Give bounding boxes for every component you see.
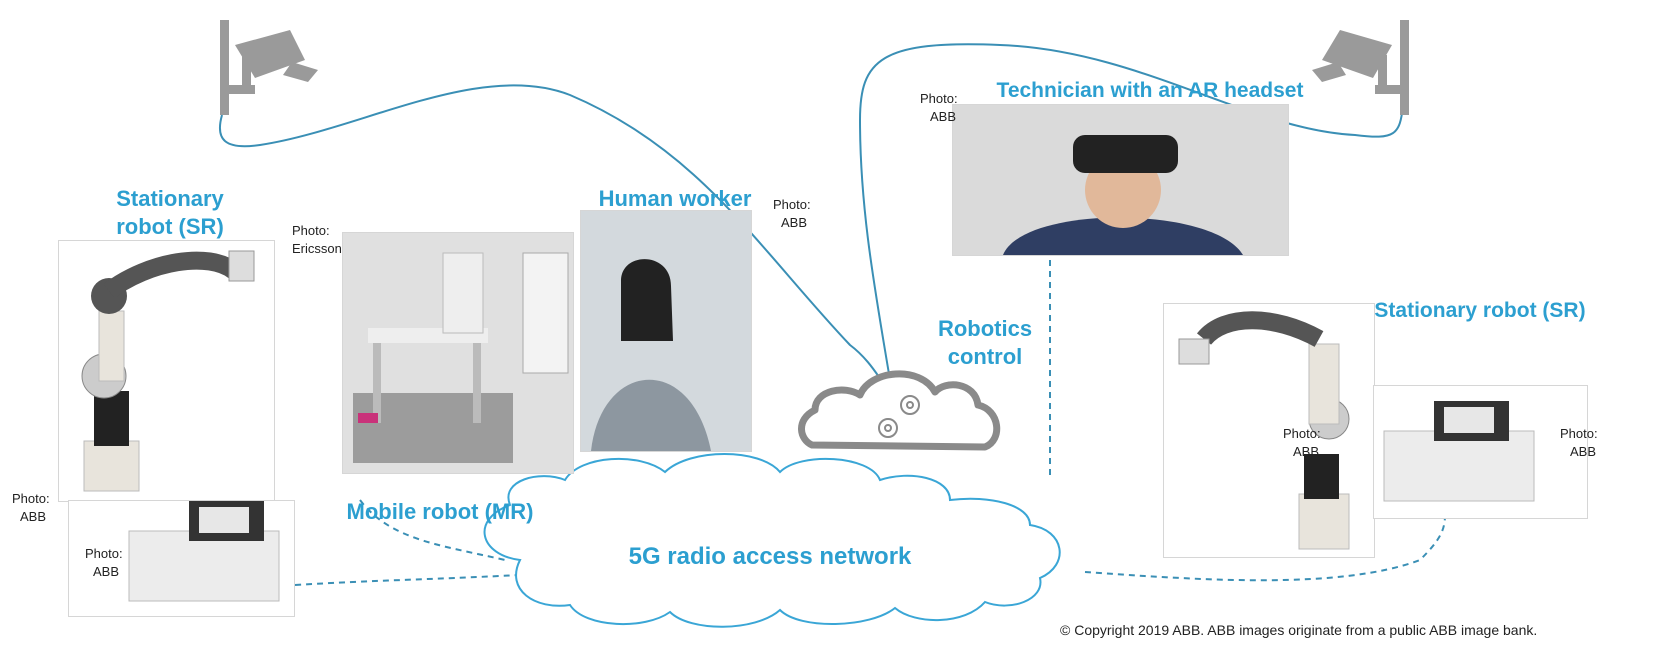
credit-controller-left: Photo: ABB: [85, 545, 123, 580]
credit-controller-right: Photo: ABB: [1560, 425, 1598, 460]
gear-icon: [878, 395, 920, 438]
copyright-notice: © Copyright 2019 ABB. ABB images origina…: [1060, 622, 1538, 638]
network-cloud: [483, 453, 1061, 628]
credit-technician: Photo: ABB: [920, 90, 958, 125]
camera-left-link: [218, 84, 886, 386]
credit-source: ABB: [781, 214, 808, 230]
controller-right-illustration: [1383, 401, 1535, 502]
credit-photo-label: Photo:: [920, 91, 958, 106]
sr-left-photo: [58, 240, 275, 502]
sr-right-controller-photo: [1373, 385, 1588, 519]
mobile-robot-photo: [342, 232, 574, 474]
camera-right-link: [858, 43, 1404, 381]
mobile-robot-label: Mobile robot (MR): [346, 499, 534, 524]
credit-source: ABB: [1293, 443, 1320, 459]
technician-illustration: [953, 105, 1288, 255]
network-label: 5G radio access network: [628, 543, 912, 570]
human-worker-photo: [580, 210, 752, 452]
credit-human-worker: Photo: ABB: [773, 196, 811, 231]
credit-source: ABB: [1570, 443, 1597, 459]
human-worker-label: Human worker: [598, 186, 752, 211]
credit-source: ABB: [930, 108, 957, 124]
mobile-robot-illustration: [343, 233, 573, 473]
controller-left-illustration: [128, 501, 280, 602]
sr-right-photo: [1163, 303, 1375, 558]
sr-left-controller-photo: [68, 500, 295, 617]
credit-sr-right: Photo: ABB: [1283, 425, 1321, 460]
credit-photo-label: Photo:: [1283, 426, 1321, 441]
credit-photo-label: Photo:: [773, 197, 811, 212]
credit-source: Ericsson: [292, 240, 342, 256]
sr-right-label: Stationary robot (SR): [1374, 299, 1586, 322]
security-camera-right-icon: [1312, 20, 1409, 115]
technician-label: Technician with an AR headset: [996, 79, 1304, 102]
security-camera-left-icon: [220, 20, 318, 115]
sr-right-link: [1084, 514, 1446, 582]
credit-source: ABB: [20, 508, 47, 524]
human-worker-illustration: [581, 211, 751, 451]
mr-link: [359, 499, 506, 561]
credit-source: ABB: [93, 563, 120, 579]
sr-left-label: Stationary robot (SR): [116, 186, 224, 239]
credit-sr-left: Photo: ABB: [12, 490, 50, 525]
credit-photo-label: Photo:: [85, 546, 123, 561]
robotics-control-cloud: [798, 370, 1001, 451]
credit-photo-label: Photo:: [292, 223, 330, 238]
robotics-control-label: Robotics control: [937, 316, 1033, 369]
robot-arm-left-illustration: [81, 250, 255, 492]
credit-mobile-robot: Photo: Ericsson: [292, 222, 342, 257]
credit-photo-label: Photo:: [12, 491, 50, 506]
technician-photo: [952, 104, 1289, 256]
sr-left-link: [294, 574, 521, 586]
credit-photo-label: Photo:: [1560, 426, 1598, 441]
robot-arm-right-illustration: [1178, 311, 1350, 550]
